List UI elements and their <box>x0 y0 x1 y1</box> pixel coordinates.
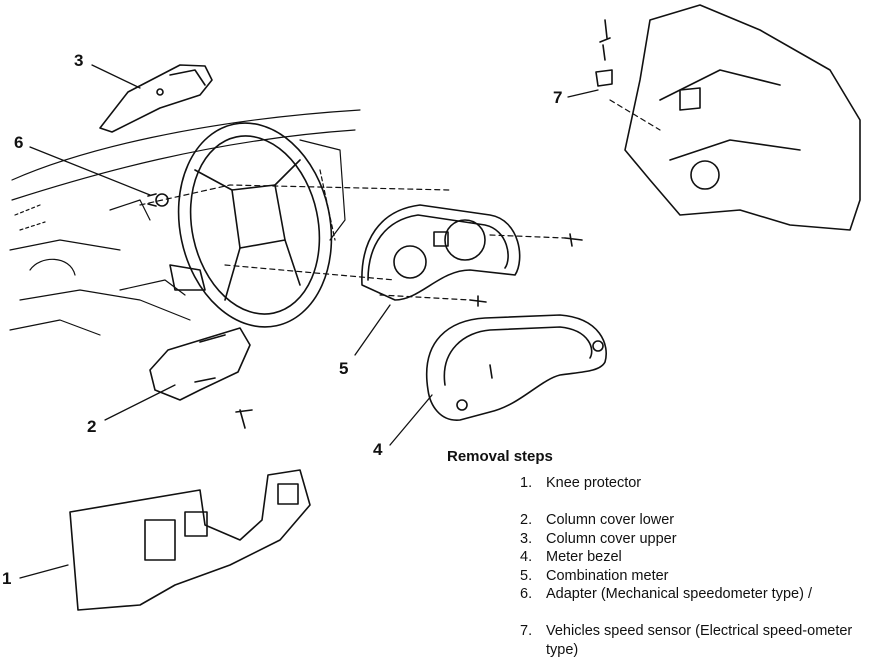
steering-wheel <box>169 122 333 328</box>
column-cover-lower <box>149 327 253 429</box>
leader-lines <box>19 64 599 579</box>
knee-protector <box>69 469 311 611</box>
callout-2: 2 <box>87 417 97 436</box>
removal-step: 2. Column cover lower <box>520 512 675 529</box>
vehicle-speed-sensor <box>595 19 613 87</box>
column-cover-upper <box>99 64 213 133</box>
callout-7: 7 <box>553 88 563 107</box>
removal-step: 3. Column cover upper <box>520 530 677 547</box>
callout-5: 5 <box>339 359 349 378</box>
removal-step: 6. Adapter (Mechanical speedometer type)… <box>520 586 812 603</box>
removal-steps-title: Removal steps <box>447 448 553 465</box>
callout-6: 6 <box>14 133 24 152</box>
removal-step: 4. Meter bezel <box>520 549 622 566</box>
transmission <box>624 4 861 231</box>
combination-meter <box>361 204 583 307</box>
dashboard-outline <box>9 109 361 336</box>
removal-step: 1. Knee protector <box>520 475 642 491</box>
callout-3: 3 <box>74 51 84 70</box>
callout-4: 4 <box>373 440 383 459</box>
callout-1: 1 <box>2 569 12 588</box>
speedometer-adapter <box>147 193 169 207</box>
removal-step: 7. Vehicles speed sensor (Electrical spe… <box>520 623 853 658</box>
meter-bezel <box>425 314 607 421</box>
removal-steps-list: 1. Knee protector 2. Column cover lower … <box>520 474 890 659</box>
removal-step: 5. Combination meter <box>520 567 669 584</box>
